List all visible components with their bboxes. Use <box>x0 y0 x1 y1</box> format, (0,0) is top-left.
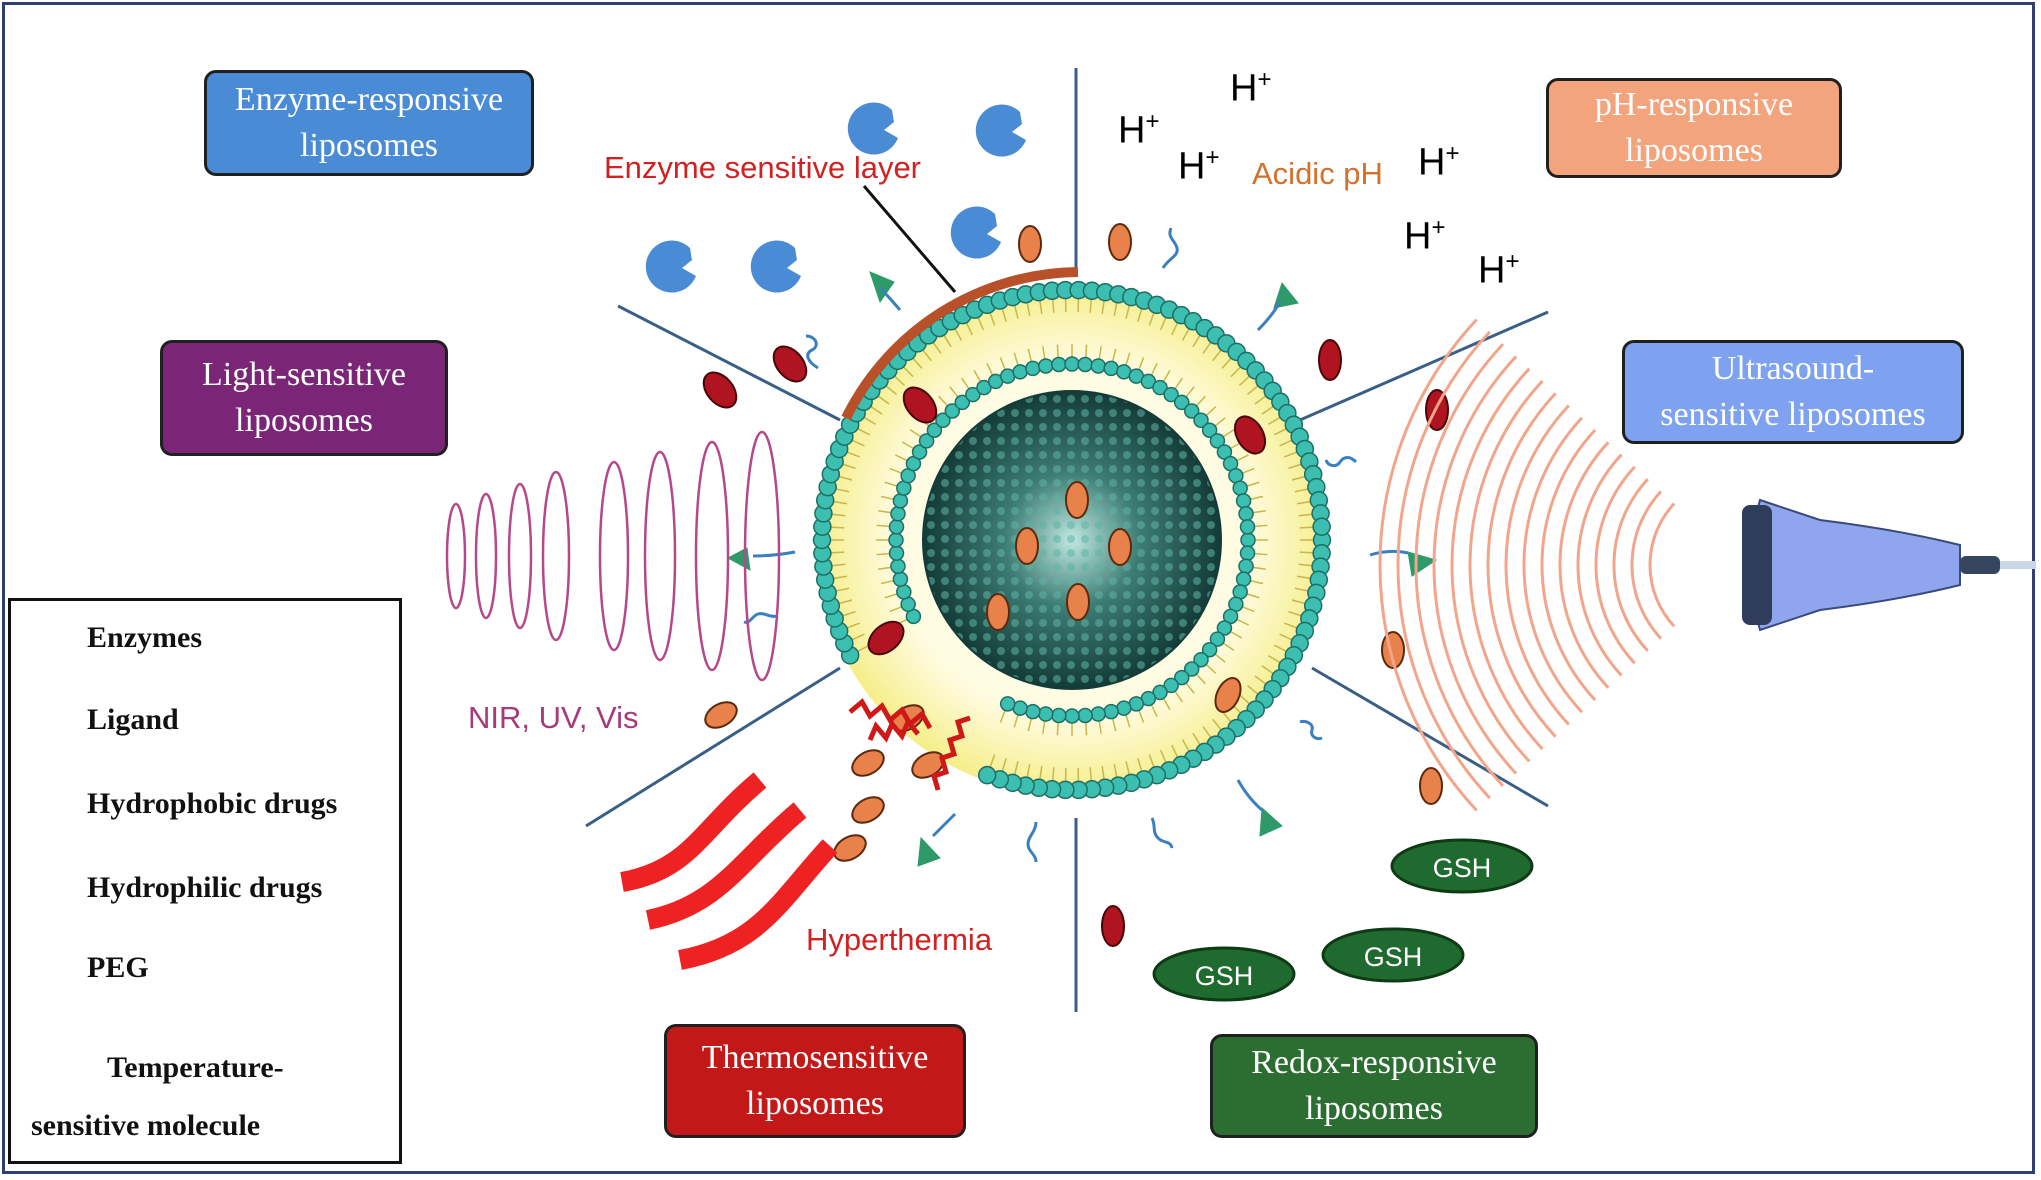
legend-peg: PEG <box>87 951 149 984</box>
ultrasound-sensitive-box: Ultrasound-sensitive liposomes <box>1622 340 1964 444</box>
enzyme-layer-pointer <box>862 185 957 293</box>
proton-1: H+ <box>1230 66 1272 110</box>
legend-ligand: Ligand <box>87 703 179 736</box>
enzymes <box>645 102 1026 293</box>
legend-temperature-line2: sensitive molecule <box>31 1109 261 1142</box>
light-box-line2: liposomes <box>235 402 373 439</box>
outer-bilayer <box>812 280 1332 800</box>
light-box-line1: Light-sensitive <box>202 356 406 393</box>
ultrasound-box-line1: Ultrasound- <box>1711 350 1875 387</box>
enzyme-sensitive-layer <box>841 267 1079 421</box>
gsh-label-3: GSH <box>1195 961 1254 991</box>
enzyme-box-line1: Enzyme-responsive <box>234 81 504 118</box>
inner-bilayer <box>876 344 1268 736</box>
proton-5: H+ <box>1404 214 1446 258</box>
peg-chains <box>743 227 1358 863</box>
redox-box-line2: liposomes <box>1305 1090 1443 1127</box>
legend-enzymes: Enzymes <box>87 621 202 654</box>
temperature-sensitive-molecules <box>848 698 971 791</box>
proton-3: H+ <box>1178 144 1220 188</box>
nir-uv-vis-label: NIR, UV, Vis <box>468 700 639 735</box>
hyperthermia-label: Hyperthermia <box>806 922 993 957</box>
liposome <box>812 280 1332 800</box>
gsh-label-1: GSH <box>1433 853 1492 883</box>
gsh-molecules: GSH GSH GSH <box>1152 838 1534 1002</box>
ph-box-line2: liposomes <box>1625 132 1763 169</box>
heat-waves <box>620 772 838 970</box>
redox-box-line1: Redox-responsive <box>1251 1044 1497 1081</box>
gsh-label-2: GSH <box>1364 942 1423 972</box>
legend: Enzymes Ligand Hydrophobic drugs Hydroph… <box>8 598 402 1164</box>
proton-6: H+ <box>1478 248 1520 292</box>
light-waves <box>445 430 781 682</box>
legend-hydrophilic-drugs: Hydrophilic drugs <box>87 871 323 904</box>
thermosensitive-box: Thermosensitive liposomes <box>664 1024 966 1138</box>
acidic-ph-label: Acidic pH <box>1252 156 1383 191</box>
redox-responsive-box: Redox-responsive liposomes <box>1210 1034 1538 1138</box>
light-sensitive-box: Light-sensitive liposomes <box>160 340 448 456</box>
legend-temperature-line1: Temperature- <box>107 1051 284 1084</box>
thermo-box-line2: liposomes <box>746 1085 884 1122</box>
thermo-box-line1: Thermosensitive <box>701 1039 929 1076</box>
ph-box-line1: pH-responsive <box>1594 86 1794 123</box>
proton-4: H+ <box>1418 140 1460 184</box>
legend-hydrophobic-drugs: Hydrophobic drugs <box>87 787 338 820</box>
enzyme-box-line2: liposomes <box>300 127 438 164</box>
ultrasound-probe <box>1742 498 2036 632</box>
enzyme-layer-label: Enzyme sensitive layer <box>604 150 922 185</box>
ultrasound-box-line2: sensitive liposomes <box>1660 396 1926 433</box>
enzyme-responsive-box: Enzyme-responsive liposomes <box>204 70 534 176</box>
ultrasound-waves <box>1378 318 1676 812</box>
core-hydrophilic-drugs <box>986 481 1132 631</box>
ph-responsive-box: pH-responsive liposomes <box>1546 78 1842 178</box>
divider-lines <box>585 68 1549 1012</box>
proton-2: H+ <box>1118 108 1160 152</box>
